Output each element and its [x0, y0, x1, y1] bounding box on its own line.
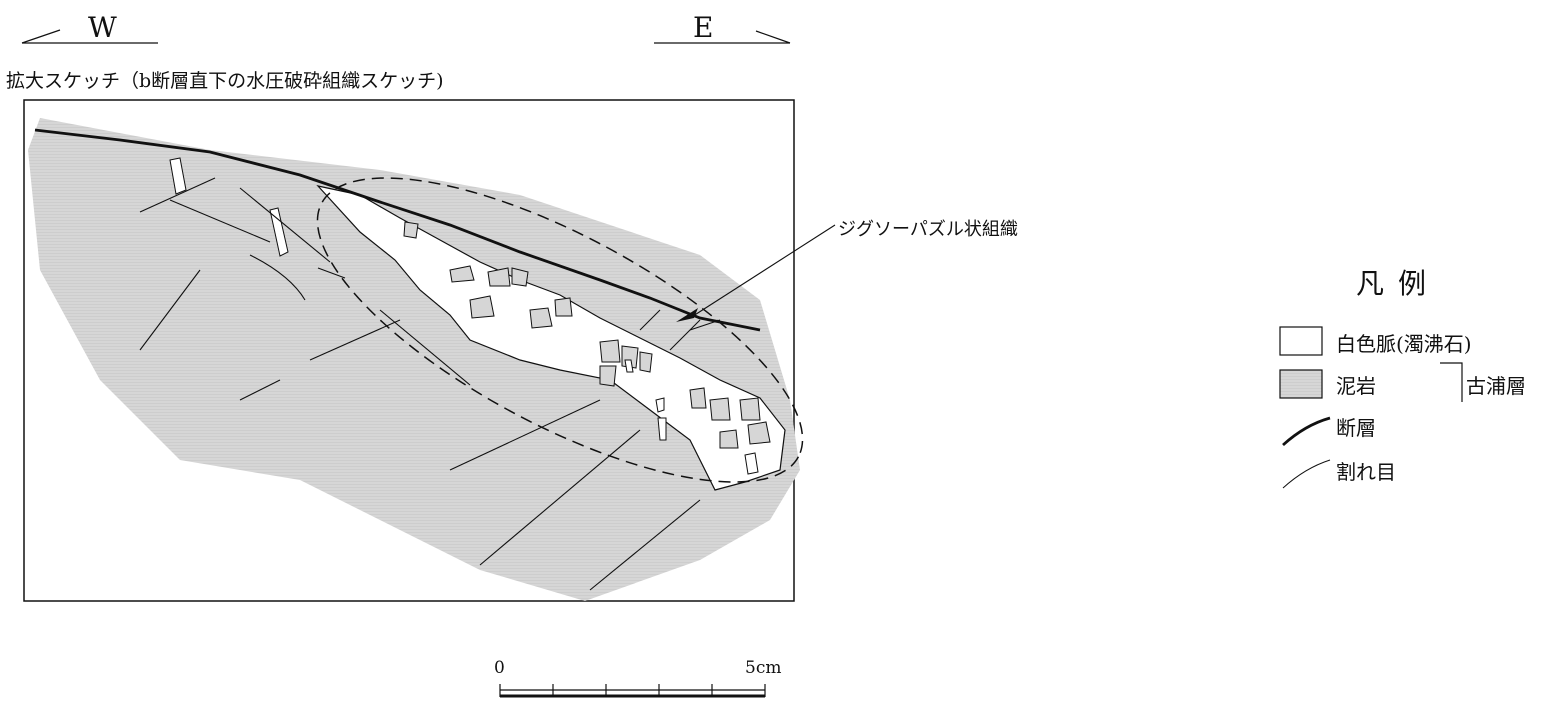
east-label: E: [693, 11, 714, 44]
scale-bar: [499, 684, 766, 698]
scale-end-label: 5cm: [745, 658, 782, 678]
sketch-caption: 拡大スケッチ（b断層直下の水圧破砕組織スケッチ): [6, 70, 444, 92]
jigsaw-zone-outline: [316, 177, 804, 483]
legend-label-white-vein: 白色脈(濁沸石): [1336, 332, 1472, 356]
legend-label-formation: 古浦層: [1466, 374, 1526, 398]
east-arrow: [654, 30, 791, 44]
legend-swatch-white-vein: [1279, 326, 1323, 356]
white-vein: [316, 185, 786, 491]
legend-title: 凡例: [1356, 267, 1441, 300]
scale-start-label: 0: [494, 658, 505, 678]
callout-arrow: [676, 224, 836, 322]
legend-fracture-symbol: [1282, 459, 1331, 489]
legend-label-fracture: 割れ目: [1336, 460, 1396, 484]
fault-line: [34, 128, 761, 332]
fracture-lines: [139, 177, 721, 591]
jigsaw-callout-label: ジグソーパズル状組織: [838, 219, 1018, 240]
west-label: W: [88, 11, 117, 44]
legend-bracket: [1440, 362, 1463, 402]
mudstone-area: [28, 118, 800, 601]
legend-swatch-mudstone: [1279, 369, 1323, 399]
vein-fragments: [169, 157, 759, 475]
breccia-clasts: [403, 221, 771, 449]
west-arrow: [21, 29, 158, 44]
legend-label-fault: 断層: [1336, 416, 1376, 440]
legend-label-mudstone: 泥岩: [1336, 374, 1376, 398]
sketch-frame: [23, 99, 795, 602]
legend-fault-symbol: [1282, 416, 1331, 447]
